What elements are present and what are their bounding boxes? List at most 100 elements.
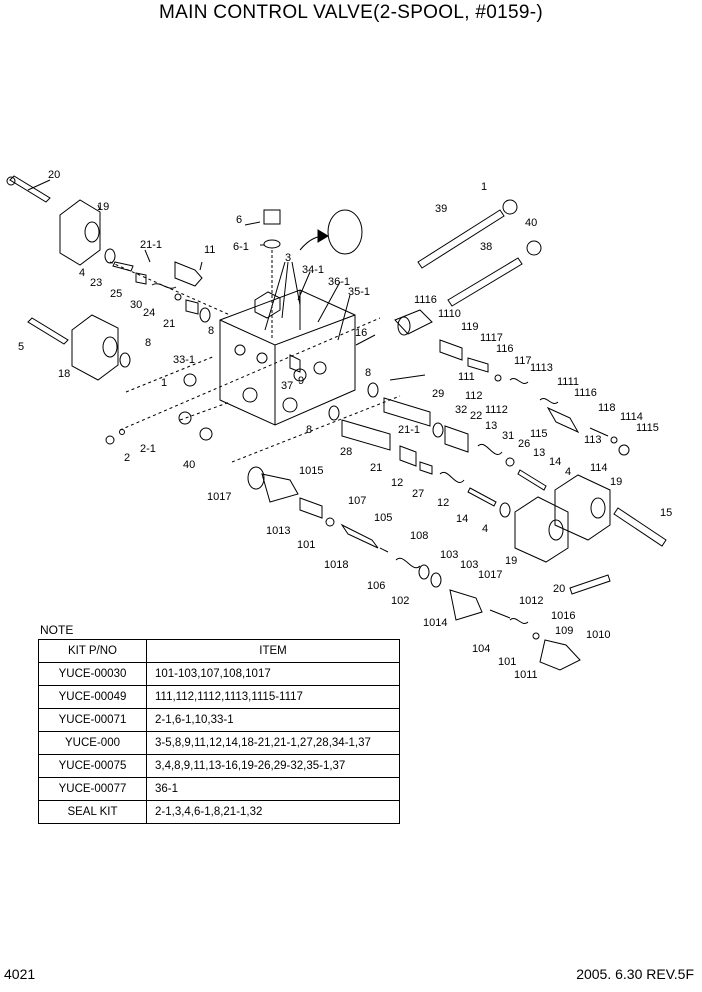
o-ring-8b	[119, 352, 131, 368]
callout-label: 14	[549, 456, 561, 468]
kit-items: 3-5,8,9,11,12,14,18-21,21-1,27,28,34-1,3…	[146, 731, 400, 755]
callout-label: 13	[533, 447, 545, 459]
poppet-21	[185, 299, 199, 315]
end-cap-19c	[514, 496, 569, 563]
callout-label: 12	[391, 477, 403, 489]
callout-label: 4	[79, 267, 85, 279]
callout-label: 21	[163, 318, 175, 330]
spool-28	[341, 419, 391, 451]
callout-label: 8	[208, 325, 214, 337]
o-ring-4	[104, 248, 116, 264]
o-ring-8d	[328, 405, 340, 421]
table-header-row: KIT P/NO ITEM	[38, 639, 400, 663]
callout-label: 103	[440, 549, 458, 561]
kit-items: 2-1,3,4,6-1,8,21-1,32	[146, 800, 400, 824]
callout-label: 19	[97, 201, 109, 213]
callout-label: 1013	[266, 525, 290, 537]
poppet-1012	[489, 609, 511, 619]
kit-items: 111,112,1112,1113,1115-1117	[146, 685, 400, 709]
spring-30	[151, 283, 177, 289]
callout-label: 2-1	[140, 443, 156, 455]
callout-label: 28	[340, 446, 352, 458]
callout-label: 103	[460, 559, 478, 571]
callout-label: 104	[472, 643, 490, 655]
kit-number: SEAL KIT	[38, 800, 147, 824]
washer-24	[174, 293, 182, 301]
callout-label: 20	[553, 583, 565, 595]
bolt-20b	[569, 574, 611, 595]
o-ring-6-1	[263, 239, 281, 249]
plug-11	[174, 261, 203, 287]
callout-label: 107	[348, 495, 366, 507]
poppet-21b	[399, 445, 417, 467]
callout-label: 4	[565, 466, 571, 478]
callout-label: 21-1	[140, 239, 162, 251]
o-ring-8c	[367, 382, 379, 398]
callout-label: 13	[485, 420, 497, 432]
callout-label: 105	[374, 512, 392, 524]
callout-label: 1	[481, 181, 487, 193]
callout-label: 8	[306, 424, 312, 436]
callout-label: 23	[90, 277, 102, 289]
kit-number: YUCE-000	[38, 731, 147, 755]
kit-number: YUCE-00071	[38, 708, 147, 732]
o-ring-102	[418, 564, 430, 580]
callout-label: 116	[496, 343, 514, 355]
piston-119	[467, 357, 489, 373]
callout-label: 1113	[530, 362, 553, 374]
poppet-107	[299, 497, 323, 519]
callout-label: 119	[461, 321, 479, 333]
callout-label: 117	[514, 355, 532, 367]
table-row: YUCE-00075 3,4,8,9,11,13-16,19-26,29-32,…	[38, 754, 400, 778]
bolt-15	[613, 507, 667, 547]
o-ring-1117	[494, 374, 502, 382]
callout-label: 29	[432, 388, 444, 400]
page-title: MAIN CONTROL VALVE(2-SPOOL, #0159-)	[159, 2, 543, 23]
callout-label: 101	[297, 539, 315, 551]
plug-40	[199, 427, 213, 441]
callout-label: 113	[584, 434, 602, 446]
kit-items: 3,4,8,9,11,13-16,19-26,29-32,35-1,37	[146, 754, 400, 778]
note-label: NOTE	[40, 623, 74, 637]
o-ring-101	[325, 517, 335, 527]
plug-1116	[394, 309, 433, 335]
spring-27	[439, 471, 465, 483]
table-row: YUCE-000 3-5,8,9,11,12,14,18-21,21-1,27,…	[38, 731, 400, 755]
table-row: SEAL KIT 2-1,3,4,6-1,8,21-1,32	[38, 800, 400, 824]
callout-label: 111	[458, 371, 475, 383]
callout-label: 15	[660, 507, 672, 519]
callout-label: 1016	[551, 610, 575, 622]
callout-label: 112	[465, 390, 483, 402]
callout-label: 6-1	[233, 241, 249, 253]
callout-label: 1	[161, 377, 167, 389]
kit-items: 36-1	[146, 777, 400, 801]
washer-26	[505, 457, 515, 467]
callout-label: 109	[555, 625, 573, 637]
table-row: YUCE-00071 2-1,6-1,10,33-1	[38, 708, 400, 732]
callout-label: 1117	[480, 332, 503, 344]
nut-40	[526, 240, 542, 256]
kit-table: KIT P/NO ITEM YUCE-00030 101-103,107,108…	[38, 639, 400, 824]
o-ring-1114	[610, 436, 618, 444]
callout-label: 35-1	[348, 286, 370, 298]
poppet-1110	[439, 339, 463, 361]
bolt-5	[27, 317, 69, 345]
spring-108	[395, 557, 421, 569]
bolt-13	[517, 469, 547, 491]
callout-label: 30	[130, 299, 142, 311]
plug-1	[183, 373, 197, 387]
callout-label: 33-1	[173, 354, 195, 366]
page-number: 4021	[4, 966, 36, 982]
piston-105	[340, 523, 379, 549]
callout-label: 21-1	[398, 424, 420, 436]
screw-23	[112, 261, 134, 272]
poppet-118	[589, 427, 609, 437]
plug-1010	[539, 639, 581, 671]
callout-label: 1014	[423, 617, 447, 629]
table-row: YUCE-00077 36-1	[38, 777, 400, 801]
kit-number: YUCE-00030	[38, 662, 147, 686]
callout-label: 1115	[636, 422, 659, 434]
table-row: YUCE-00049 111,112,1112,1113,1115-1117	[38, 685, 400, 709]
callout-label: 1110	[438, 308, 461, 320]
